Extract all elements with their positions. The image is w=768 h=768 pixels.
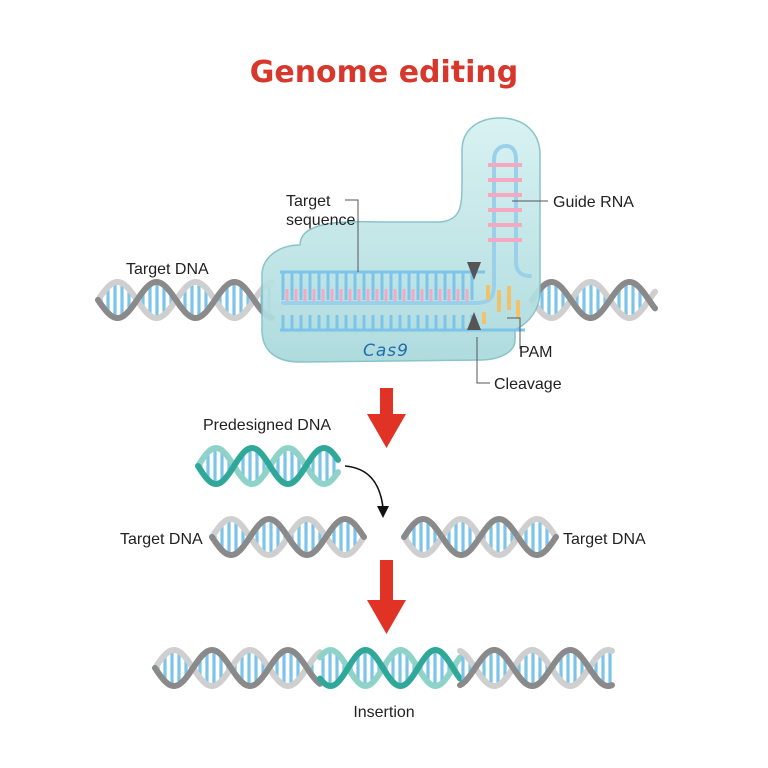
target-sequence-label-line2: sequence — [286, 212, 355, 229]
pam-base — [486, 285, 490, 300]
dna-backbone-strand — [152, 646, 323, 690]
target-dna-helix-top-left — [95, 279, 275, 321]
pam-base — [497, 290, 501, 312]
page-title: Genome editing — [250, 55, 519, 90]
process-arrow-1 — [367, 388, 406, 448]
dna-backbone-strand — [401, 515, 559, 559]
dna-backbone-strand — [152, 646, 323, 690]
result-dna-helix-right — [457, 646, 615, 690]
guide-rna — [281, 143, 532, 305]
cleavage-markers — [467, 262, 481, 330]
dna-backbone-strand — [457, 646, 615, 690]
target-dna-helix-cut-right — [401, 515, 559, 559]
dna-backbone-strand — [457, 646, 615, 690]
cas9-label: Cas9 — [363, 341, 409, 361]
dna-backbone-strand — [209, 515, 367, 559]
pam-base — [507, 286, 511, 310]
cleavage-arrow-top — [467, 262, 481, 280]
dna-backbone-strand — [195, 444, 341, 488]
dna-backbone-strand — [317, 647, 463, 689]
dna-backbone-strand — [317, 647, 463, 689]
dna-backbone-strand — [529, 279, 658, 321]
dna-backbone-strand — [95, 279, 275, 321]
target-dna-label-left: Target DNA — [120, 531, 203, 548]
guide-rna-base-pairs — [488, 163, 522, 242]
target-dna-helix-cut-left — [209, 515, 367, 559]
pam-sequence — [482, 285, 520, 324]
predesigned-dna-label: Predesigned DNA — [203, 417, 331, 434]
pam-base — [482, 312, 486, 324]
target-dna-helix-top-right — [529, 279, 658, 321]
dna-backbone-strand — [195, 444, 341, 488]
guide-rna-label: Guide RNA — [553, 194, 634, 211]
target-dna-label-top: Target DNA — [126, 261, 209, 278]
pam-label: PAM — [519, 344, 552, 361]
insertion-label: Insertion — [353, 704, 414, 721]
target-sequence-label-line1: Target — [286, 193, 331, 210]
cleavage-arrow-bottom — [467, 312, 481, 330]
cleavage-label: Cleavage — [494, 376, 562, 393]
dna-backbone-strand — [529, 279, 658, 321]
result-dna-helix-inserted — [317, 647, 463, 689]
target-dna-unwound — [280, 270, 525, 332]
pam-base — [516, 300, 520, 318]
predesigned-dna-helix — [195, 444, 341, 488]
target-dna-label-right: Target DNA — [563, 531, 646, 548]
insertion-curve-arrow — [344, 465, 389, 518]
dna-backbone-strand — [95, 279, 275, 321]
callout-lines — [345, 199, 548, 384]
result-dna-helix-left — [152, 646, 323, 690]
process-arrow-2 — [367, 560, 406, 634]
